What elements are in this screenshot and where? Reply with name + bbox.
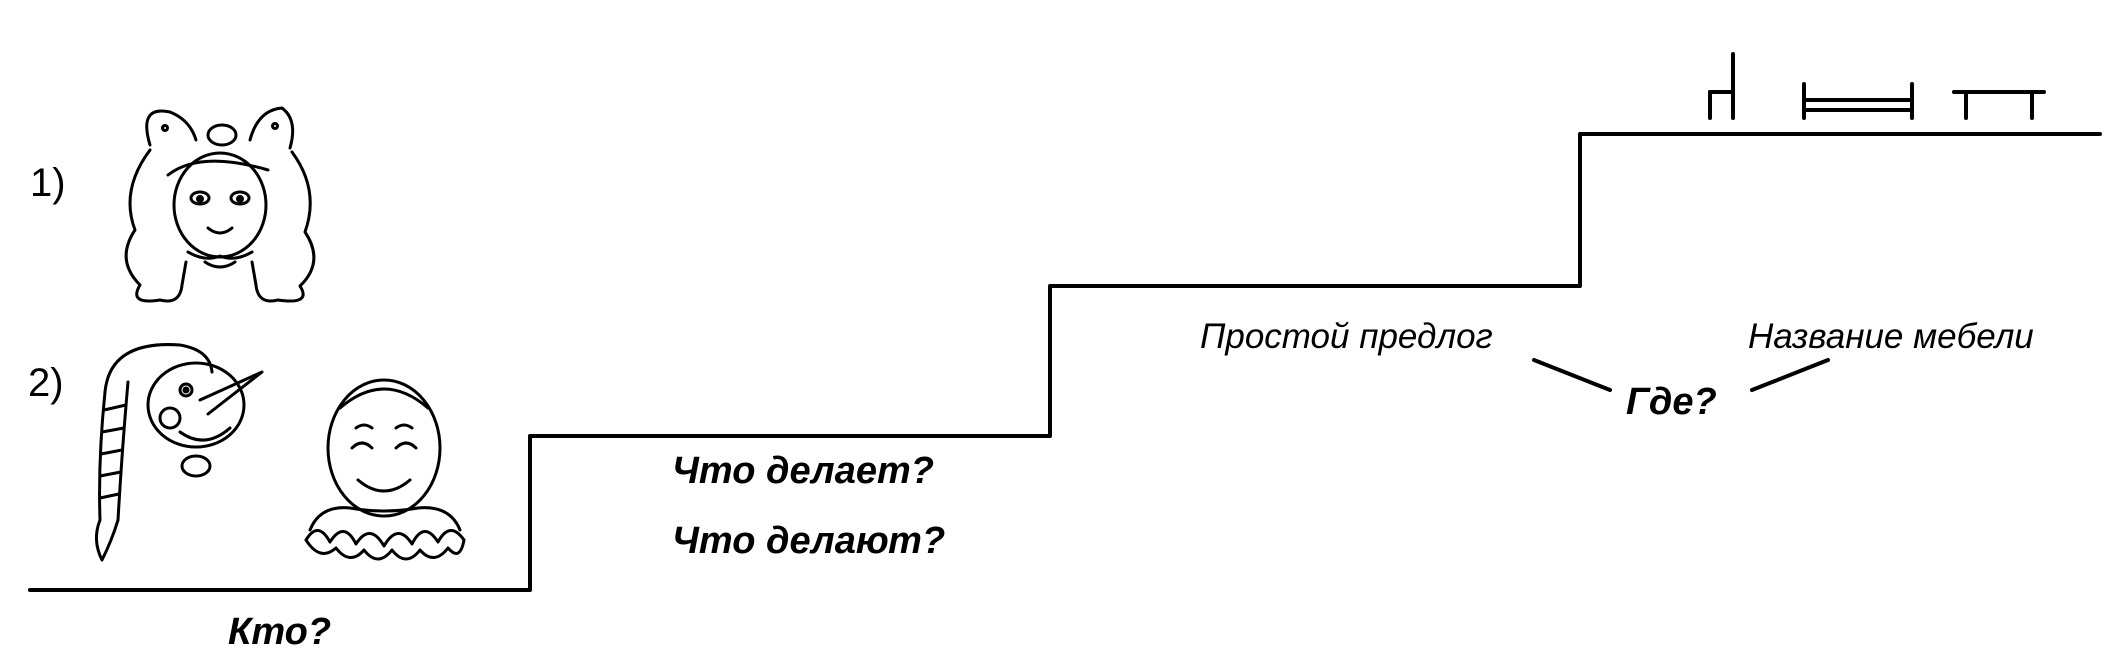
staircase-line bbox=[28, 132, 2102, 592]
who-question: Кто? bbox=[228, 611, 331, 653]
furniture-note: Название мебели bbox=[1748, 317, 2034, 356]
pinocchio-face-icon bbox=[95, 343, 264, 562]
table-icon bbox=[1952, 90, 2046, 120]
number-two-label: 2) bbox=[28, 361, 64, 405]
clown-face-icon bbox=[304, 378, 466, 561]
girl-face-icon bbox=[124, 106, 316, 303]
preposition-note: Простой предлог bbox=[1200, 317, 1493, 356]
what-do-question: Что делают? bbox=[672, 520, 945, 562]
what-does-question: Что делает? bbox=[672, 450, 934, 492]
bed-icon bbox=[1802, 82, 1914, 120]
number-one-label: 1) bbox=[30, 161, 66, 205]
where-question: Где? bbox=[1626, 381, 1717, 423]
connector-right bbox=[1750, 358, 1830, 392]
connector-left bbox=[1532, 358, 1612, 392]
chair-icon bbox=[1708, 52, 1735, 120]
